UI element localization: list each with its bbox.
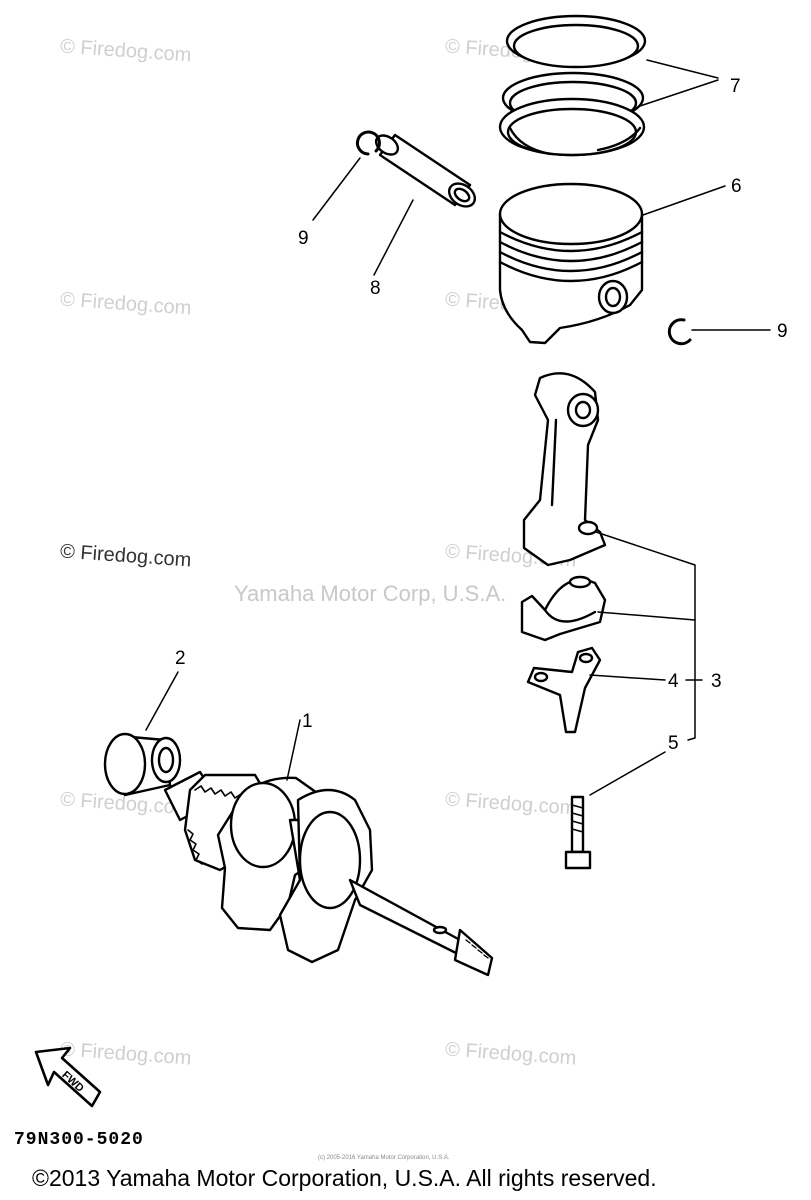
circlip-upper	[355, 130, 381, 156]
callout-1: 1	[302, 711, 313, 732]
callout-8: 8	[370, 278, 381, 299]
fwd-arrow-icon	[34, 1046, 102, 1108]
connecting-rod-cap	[520, 575, 607, 642]
lock-washer	[526, 646, 602, 734]
callout-5: 5	[668, 733, 679, 754]
callout-9-upper: 9	[298, 228, 309, 249]
piston-rings	[498, 14, 647, 157]
oil-seal	[103, 732, 182, 797]
leader-lines	[145, 59, 771, 796]
center-watermark: Yamaha Motor Corp, U.S.A.	[234, 581, 507, 606]
callout-7: 7	[730, 76, 741, 97]
rod-bolt	[564, 795, 592, 870]
callout-2: 2	[175, 648, 186, 669]
piston-pin	[374, 133, 477, 208]
connecting-rod	[522, 372, 607, 567]
callout-9-right: 9	[777, 321, 788, 342]
crankshaft	[163, 770, 494, 977]
circlip-right	[667, 318, 692, 346]
tiny-copyright-line: (c) 2005-2016 Yamaha Motor Corporation, …	[318, 1155, 450, 1161]
piston	[498, 182, 644, 345]
callout-4: 4	[668, 671, 679, 692]
callout-3: 3	[711, 671, 722, 692]
copyright-notice: ©2013 Yamaha Motor Corporation, U.S.A. A…	[32, 1165, 657, 1191]
part-code: 79N300-5020	[14, 1130, 144, 1150]
callout-6: 6	[731, 176, 742, 197]
